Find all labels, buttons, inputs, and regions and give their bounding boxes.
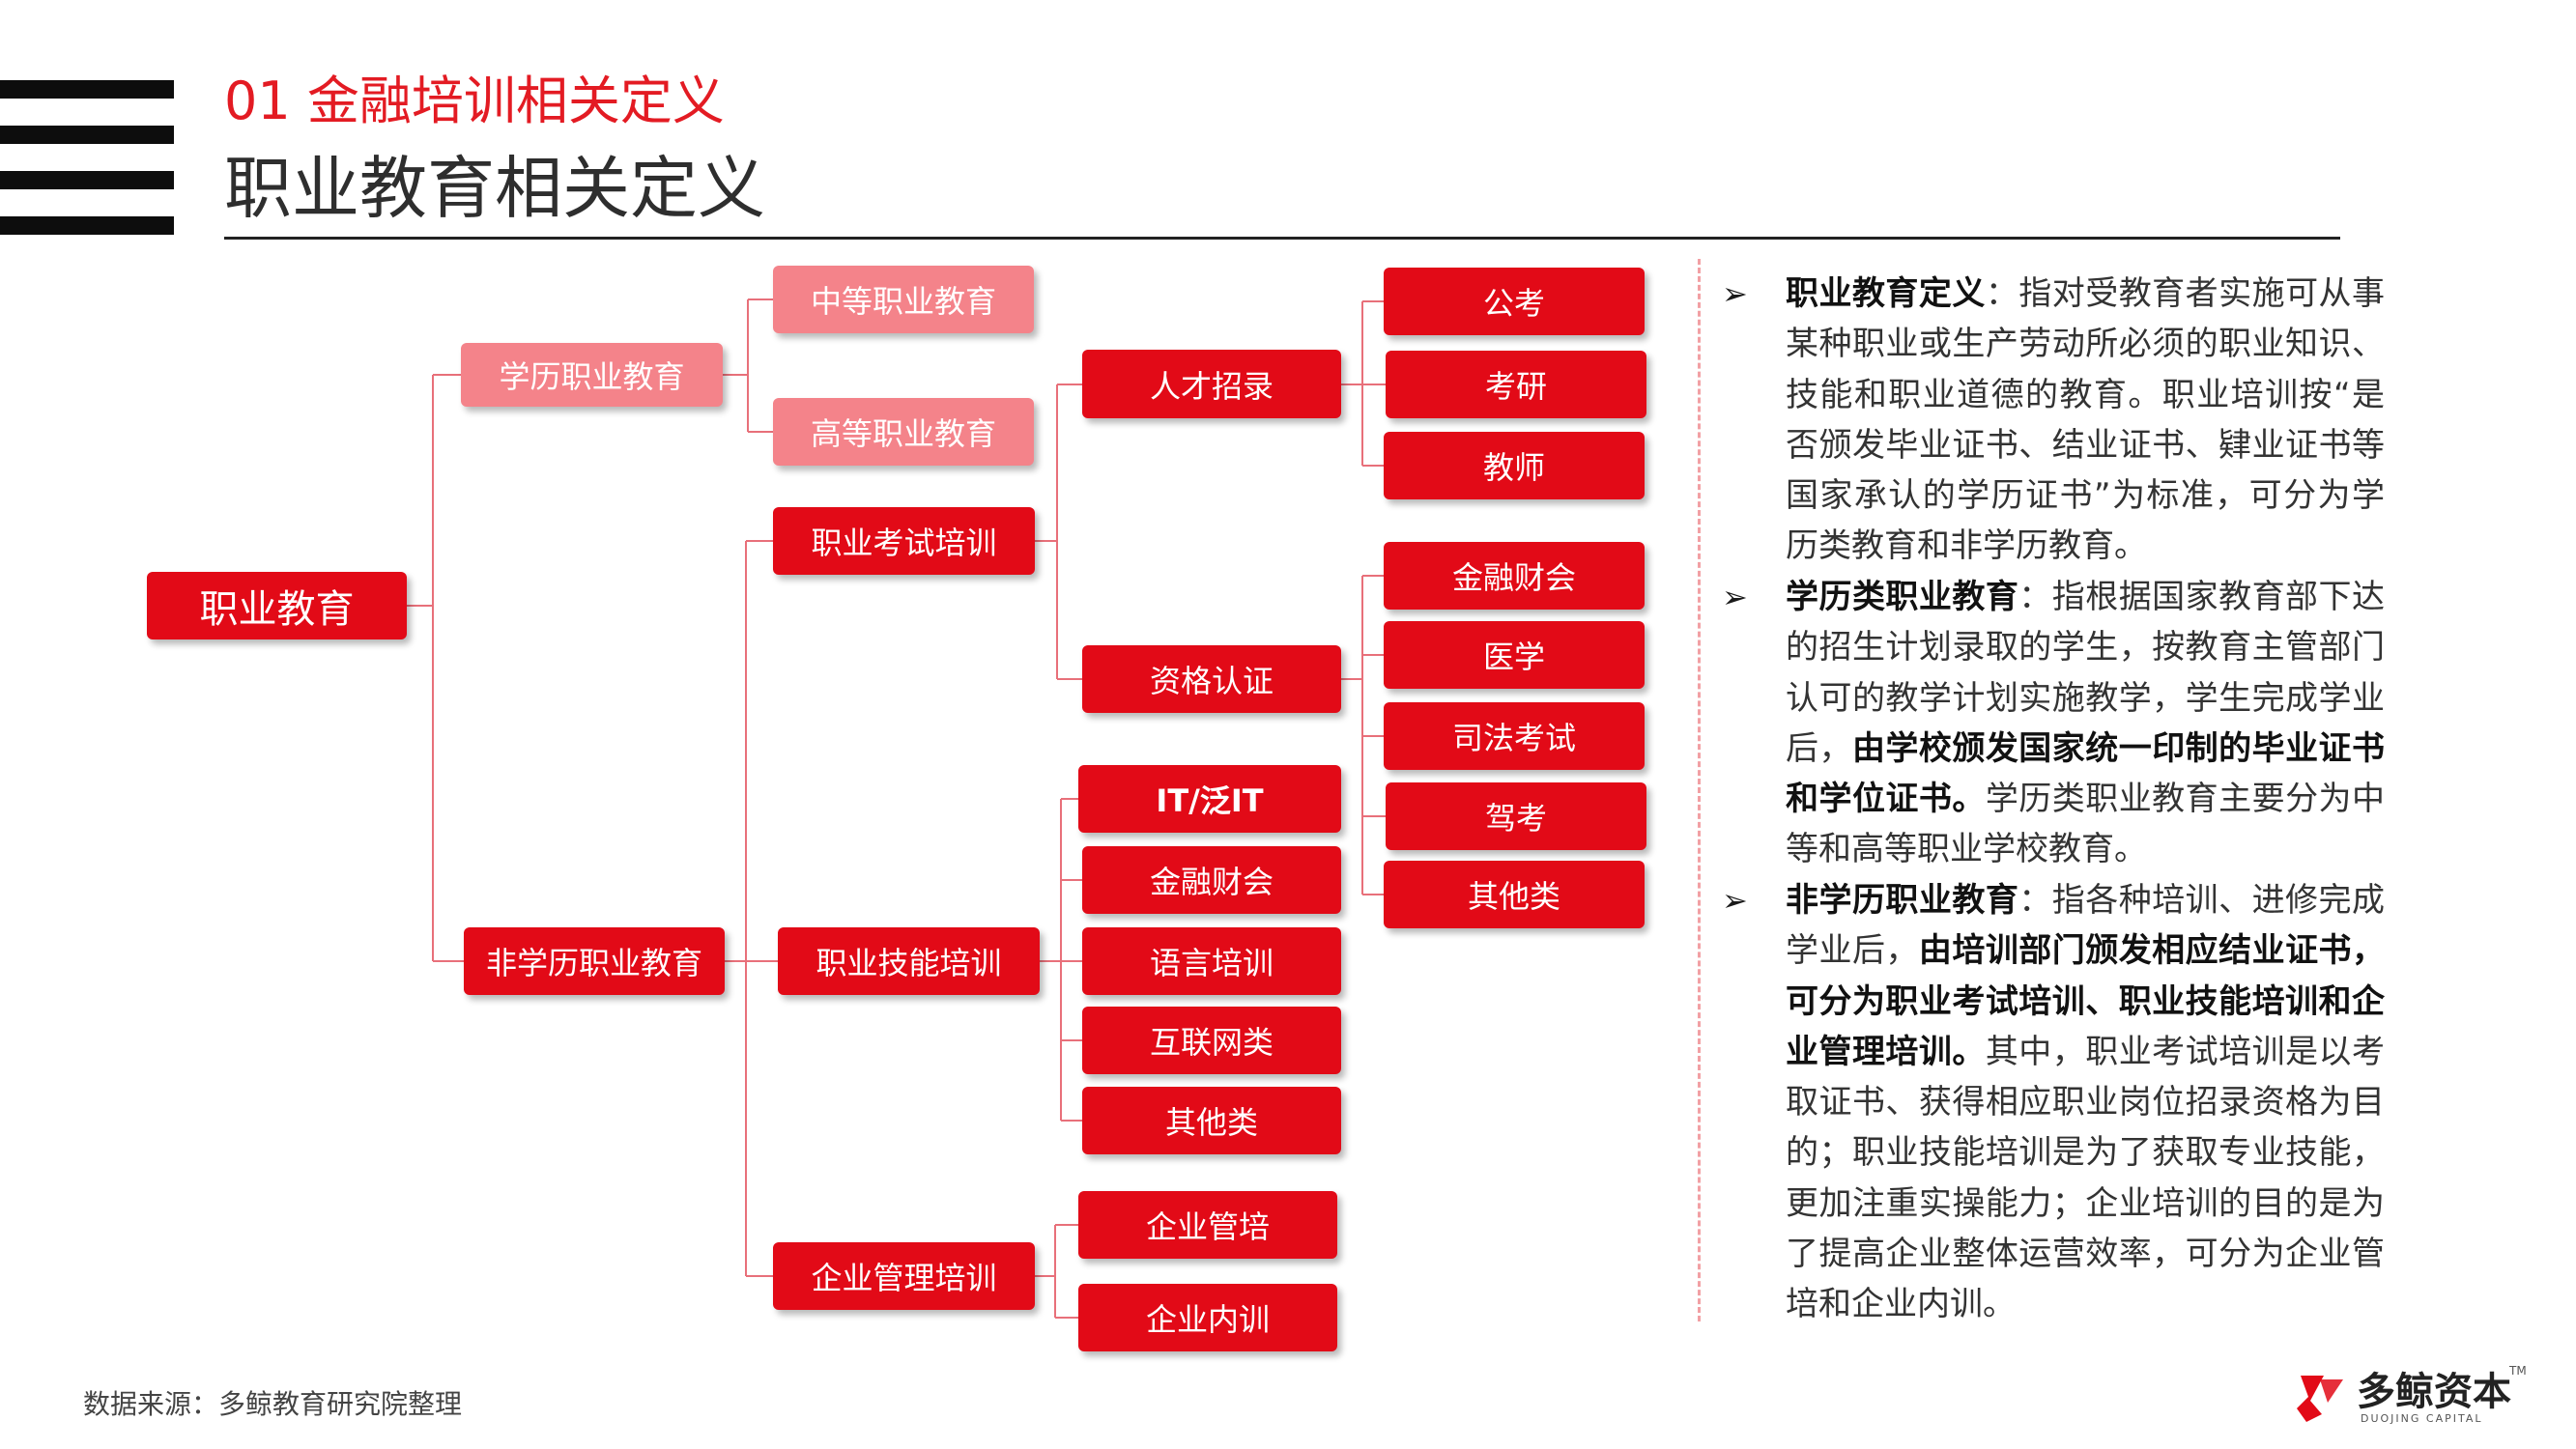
bullet-body: 其中，职业考试培训是以考取证书、获得相应职业岗位招录资格为目的；职业技能培训是为…: [1786, 1032, 2386, 1324]
logo-name: 多鲸资本: [2357, 1370, 2511, 1414]
node-qualification-cert: 资格认证: [1082, 645, 1341, 713]
node-skill-training: 职业技能培训: [778, 927, 1040, 995]
node-vocational-education: 职业教育: [147, 572, 407, 639]
menu-stripe-1: [0, 80, 174, 99]
logo-subtitle: DUOJING CAPITAL: [2361, 1412, 2483, 1425]
node-cert-medical: 医学: [1384, 621, 1645, 689]
arrow-bullet-icon: ➢: [1722, 275, 1748, 312]
arrow-bullet-icon: ➢: [1722, 882, 1748, 919]
node-mgmt-trainee: 企业管培: [1078, 1191, 1337, 1259]
node-internal-training: 企业内训: [1078, 1284, 1337, 1351]
node-skill-language: 语言培训: [1082, 927, 1341, 995]
menu-stripe-4: [0, 216, 174, 235]
page-title: 职业教育相关定义: [224, 149, 765, 228]
node-civil-service-exam: 公考: [1384, 268, 1645, 335]
bullet-term: 职业教育定义: [1786, 274, 1986, 313]
node-postgrad-exam: 考研: [1386, 351, 1646, 418]
bullet-text: 学历类职业教育：指根据国家教育部下达的招生计划录取的学生，按教育主管部门认可的教…: [1786, 572, 2385, 875]
node-higher-vocational: 高等职业教育: [773, 398, 1034, 466]
node-skill-it: IT/泛IT: [1078, 765, 1341, 833]
node-cert-other: 其他类: [1384, 861, 1645, 928]
bullet-body: ：指对受教育者实施可从事某种职业或生产劳动所必须的职业知识、技能和职业道德的教育…: [1786, 274, 2386, 566]
node-cert-driving: 驾考: [1386, 782, 1646, 850]
node-skill-internet: 互联网类: [1082, 1007, 1341, 1074]
section-label: 01 金融培训相关定义: [224, 71, 725, 131]
node-academic-vocational: 学历职业教育: [461, 343, 723, 407]
menu-stripe-2: [0, 126, 174, 144]
bullet-emphasis: 由学校颁发国家统一印制的毕业证书和学位证书。: [1786, 728, 2386, 819]
bullet-term: 非学历职业教育: [1786, 881, 2019, 920]
bullet-term: 学历类职业教育: [1786, 578, 2019, 616]
arrow-bullet-icon: ➢: [1722, 579, 1748, 615]
bullet-text: 非学历职业教育：指各种培训、进修完成学业后，由培训部门颁发相应结业证书，可分为职…: [1786, 875, 2385, 1330]
whale-logo-icon: [2297, 1376, 2343, 1422]
node-cert-judicial: 司法考试: [1384, 702, 1645, 770]
data-source: 数据来源：多鲸教育研究院整理: [83, 1388, 463, 1420]
node-nonacademic-vocational: 非学历职业教育: [464, 927, 725, 995]
bullet-emphasis: 由培训部门颁发相应结业证书，可分为职业考试培训、职业技能培训和企业管理培训。: [1786, 931, 2386, 1071]
menu-stripe-3: [0, 171, 174, 189]
dashed-divider: [1698, 259, 1701, 1321]
bullet-body: ：指根据国家教育部下达的招生计划录取的学生，按教育主管部门认可的教学计划实施教学…: [1786, 578, 2386, 768]
bullet-body: ：指各种培训、进修完成学业后，: [1786, 881, 2386, 971]
node-skill-finance: 金融财会: [1082, 846, 1341, 914]
node-cert-finance: 金融财会: [1384, 542, 1645, 610]
trademark-mark: TM: [2509, 1364, 2527, 1378]
node-skill-other: 其他类: [1082, 1087, 1341, 1154]
node-management-training: 企业管理培训: [773, 1242, 1035, 1310]
node-secondary-vocational: 中等职业教育: [773, 266, 1034, 333]
bullet-text: 职业教育定义：指对受教育者实施可从事某种职业或生产劳动所必须的职业知识、技能和职…: [1786, 269, 2385, 572]
node-exam-training: 职业考试培训: [773, 507, 1035, 575]
bullet-body: 学历类职业教育主要分为中等和高等职业学校教育。: [1786, 780, 2386, 869]
node-teacher: 教师: [1384, 432, 1645, 499]
brand-logo: 多鲸资本 DUOJING CAPITAL TM: [2295, 1364, 2527, 1428]
title-rule: [224, 237, 2340, 240]
node-talent-recruitment: 人才招录: [1082, 350, 1341, 418]
